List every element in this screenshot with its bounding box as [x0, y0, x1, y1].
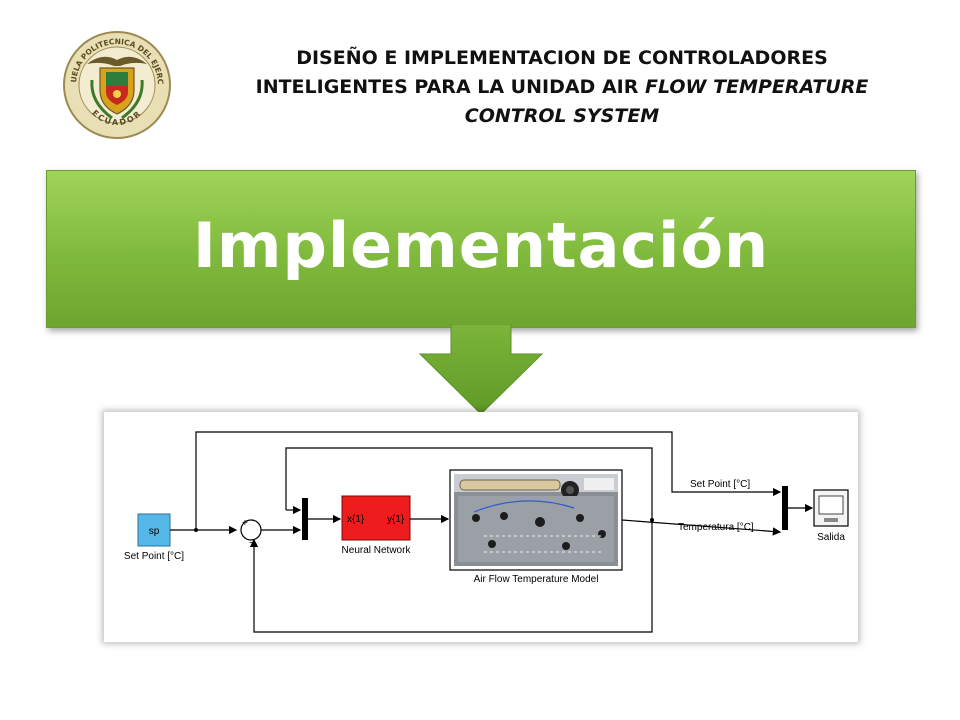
setpoint-source-text: sp	[149, 526, 160, 537]
setpoint-source-block[interactable]: sp	[137, 513, 171, 547]
signal-line-feedback	[249, 520, 653, 633]
setpoint-source-label: Set Point [°C]	[124, 551, 184, 562]
signal-line-setpoint-to-mux	[195, 431, 782, 530]
nn-label: Neural Network	[342, 545, 412, 556]
simulink-diagram: sp Set Point [°C] + − x{1} y{1} Neural N…	[104, 412, 858, 642]
mux-block-2[interactable]	[782, 486, 788, 530]
title-line-1: DISEÑO E IMPLEMENTACION DE CONTROLADORES	[296, 47, 828, 69]
setpoint-signal-label: Set Point [°C]	[690, 479, 750, 490]
air-flow-temperature-model-block[interactable]	[449, 469, 623, 571]
banner-label: Implementación	[192, 208, 770, 282]
presentation-title: DISEÑO E IMPLEMENTACION DE CONTROLADORES…	[232, 44, 892, 131]
title-line-3: CONTROL SYSTEM	[464, 105, 660, 127]
sum-plus-sign: +	[242, 518, 248, 529]
signal-line-temperature-to-mux	[621, 519, 782, 536]
scope-block[interactable]	[813, 489, 849, 527]
title-line-2: INTELIGENTES PARA LA UNIDAD AIR FLOW TEM…	[255, 76, 869, 98]
nn-input-port: x{1}	[347, 514, 365, 525]
sum-block[interactable]: + −	[240, 518, 262, 549]
temperature-signal-label: Temperatura [°C]	[678, 522, 754, 533]
signal-line-setpoint-feed	[285, 447, 653, 520]
down-arrow-icon	[418, 324, 544, 415]
implementation-banner: Implementación	[46, 170, 916, 328]
mux-block-1[interactable]	[302, 498, 308, 540]
scope-label: Salida	[817, 532, 845, 543]
nn-output-port: y{1}	[387, 514, 405, 525]
plant-label: Air Flow Temperature Model	[474, 574, 599, 585]
escuela-politecnica-logo: ESCUELA POLITECNICA DEL EJERCITO ECUADOR	[62, 30, 171, 139]
neural-network-block[interactable]: x{1} y{1}	[341, 495, 411, 541]
